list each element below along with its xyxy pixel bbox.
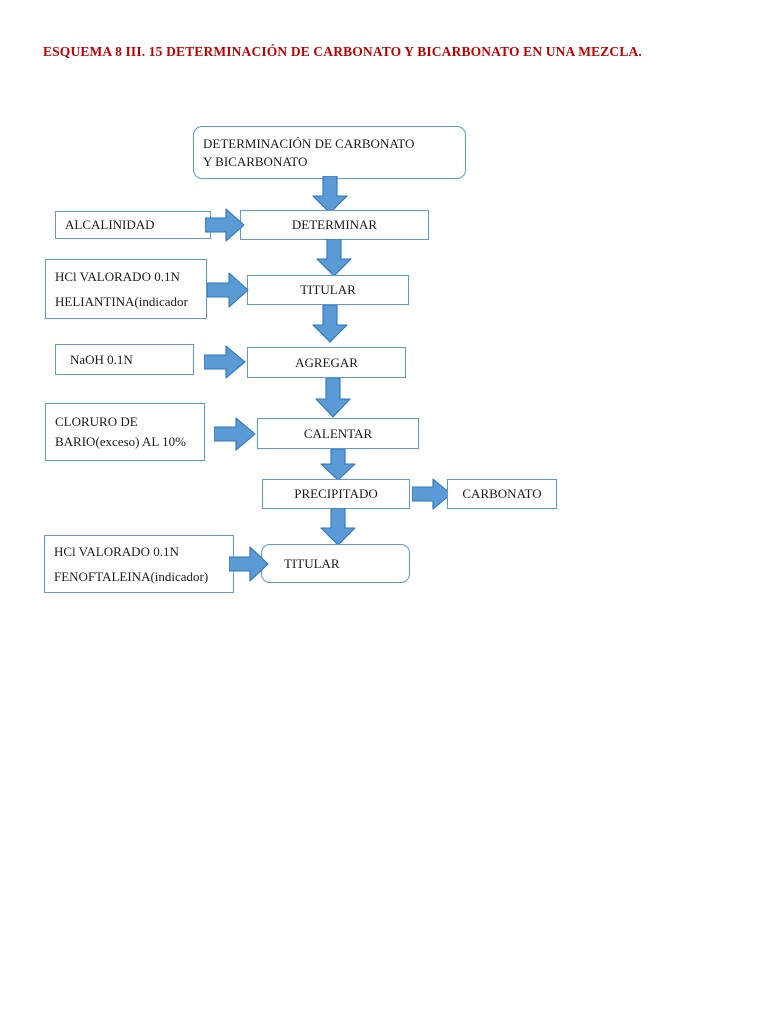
node-hcl-heliantina-line1: HCl VALORADO 0.1N — [55, 268, 180, 284]
node-calentar-label: CALENTAR — [303, 425, 373, 441]
node-hcl-heliantina-line2: HELIANTINA(indicador — [55, 293, 188, 309]
node-hcl-fenoftaleina-line1: HCl VALORADO 0.1N — [54, 543, 179, 559]
node-precipitado-label: PRECIPITADO — [294, 486, 378, 501]
node-carbonato-label: CARBONATO — [462, 486, 542, 501]
arrow-right-icon-fenoftaleina-to-titular — [229, 546, 269, 582]
node-naoh[interactable]: NaOH 0.1N — [55, 344, 194, 375]
page-title: ESQUEMA 8 III. 15 DETERMINACIÓN DE CARBO… — [43, 44, 642, 59]
node-agregar-label: AGREGAR — [295, 354, 358, 370]
node-cloruro-bario[interactable]: CLORURO DE BARIO(exceso) AL 10% — [45, 403, 205, 461]
node-agregar[interactable]: AGREGAR — [247, 347, 406, 378]
arrow-down-icon-determinar-to-titular — [316, 239, 352, 277]
node-start[interactable]: DETERMINACIÓN DE CARBONATO Y BICARBONATO — [193, 126, 466, 179]
arrow-down-icon-agregar-to-calentar — [315, 378, 351, 418]
node-titular-1[interactable]: TITULAR — [247, 275, 409, 305]
node-hcl-fenoftaleina[interactable]: HCl VALORADO 0.1N FENOFTALEINA(indicador… — [44, 535, 234, 593]
arrow-right-icon-precipitado-to-carbonato — [412, 478, 452, 510]
arrow-right-icon-alcalinidad-to-determinar — [205, 208, 245, 242]
node-titular-2-label: TITULAR — [284, 555, 340, 571]
node-naoh-label: NaOH 0.1N — [70, 351, 133, 367]
arrow-right-icon-naoh-to-agregar — [204, 345, 246, 379]
arrow-right-icon-cloruro-to-calentar — [214, 417, 256, 451]
node-determinar-label: DETERMINAR — [291, 217, 378, 232]
node-calentar[interactable]: CALENTAR — [257, 418, 419, 449]
node-cloruro-bario-line1: CLORURO DE — [55, 414, 138, 430]
arrow-down-icon-calentar-to-precipitado — [320, 449, 356, 481]
node-hcl-heliantina[interactable]: HCl VALORADO 0.1N HELIANTINA(indicador — [45, 259, 207, 319]
node-cloruro-bario-line2: BARIO(exceso) AL 10% — [55, 434, 186, 449]
node-alcalinidad[interactable]: ALCALINIDAD — [55, 211, 211, 239]
node-titular-2[interactable]: TITULAR — [261, 544, 410, 583]
node-hcl-fenoftaleina-line2: FENOFTALEINA(indicador) — [54, 568, 209, 584]
node-titular-1-label: TITULAR — [300, 282, 356, 297]
node-carbonato[interactable]: CARBONATO — [447, 479, 557, 509]
arrow-down-icon-titular-to-agregar — [312, 305, 348, 343]
node-start-line1: DETERMINACIÓN DE CARBONATO — [203, 135, 415, 151]
node-alcalinidad-label: ALCALINIDAD — [65, 217, 155, 232]
arrow-down-icon-precipitado-to-titular — [320, 508, 356, 546]
node-precipitado[interactable]: PRECIPITADO — [262, 479, 410, 509]
arrow-right-icon-heliantina-to-titular — [207, 272, 249, 308]
arrow-down-icon-start-to-determinar — [312, 176, 348, 214]
node-determinar[interactable]: DETERMINAR — [240, 210, 429, 240]
node-start-line2: Y BICARBONATO — [203, 153, 308, 169]
